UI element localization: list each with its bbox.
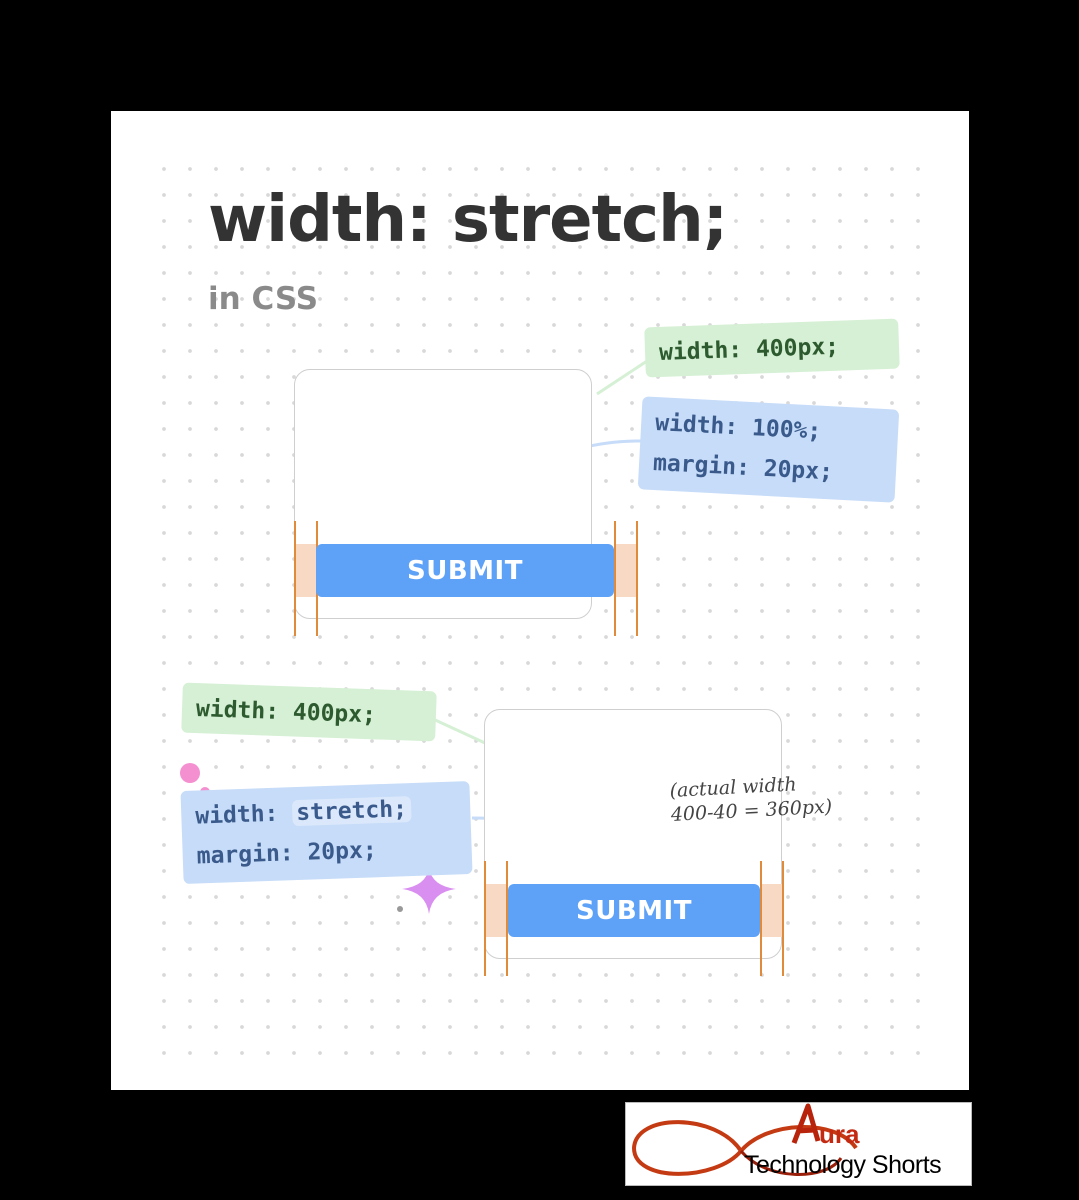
- connector-green-1: [596, 359, 648, 396]
- infinity-logo-icon: [631, 1103, 858, 1176]
- margin-guide-line: [484, 861, 486, 976]
- margin-guide-line: [636, 521, 638, 636]
- stretch-keyword: stretch;: [291, 796, 412, 827]
- connector-green-2: [432, 717, 486, 745]
- margin-guide-line: [614, 521, 616, 636]
- logo-brand-word: ura: [819, 1119, 860, 1149]
- code-line: margin: 20px;: [196, 837, 378, 870]
- right-margin-zone: [760, 884, 782, 937]
- left-margin-zone: [484, 884, 506, 937]
- submit-button[interactable]: SUBMIT: [316, 544, 614, 597]
- margin-guide-line: [294, 521, 296, 636]
- slide-title: width: stretch;: [208, 183, 728, 257]
- right-margin-zone: [614, 544, 636, 597]
- width-stretch-margin-tag: width: stretch; margin: 20px;: [180, 780, 473, 885]
- margin-guide-line: [782, 861, 784, 976]
- slide-subtitle: in CSS: [208, 281, 319, 317]
- left-margin-zone: [294, 544, 316, 597]
- margin-guide-line: [506, 861, 508, 976]
- grey-dot: [397, 906, 403, 912]
- handwritten-note: (actual width 400-40 = 360px): [669, 771, 833, 827]
- logo-tagline: Technology Shorts: [744, 1151, 942, 1179]
- submit-button[interactable]: SUBMIT: [508, 884, 760, 937]
- purple-sparkle-icon: [402, 868, 456, 914]
- width-400px-tag: width: 400px;: [181, 682, 437, 742]
- aura-technology-shorts-logo: ura Technology Shorts: [625, 1102, 972, 1186]
- code-prefix: width:: [194, 800, 293, 830]
- pink-dot: [180, 763, 200, 783]
- slide-card: width: stretch; in CSS SUBMIT width: 400…: [111, 111, 969, 1090]
- margin-guide-line: [760, 861, 762, 976]
